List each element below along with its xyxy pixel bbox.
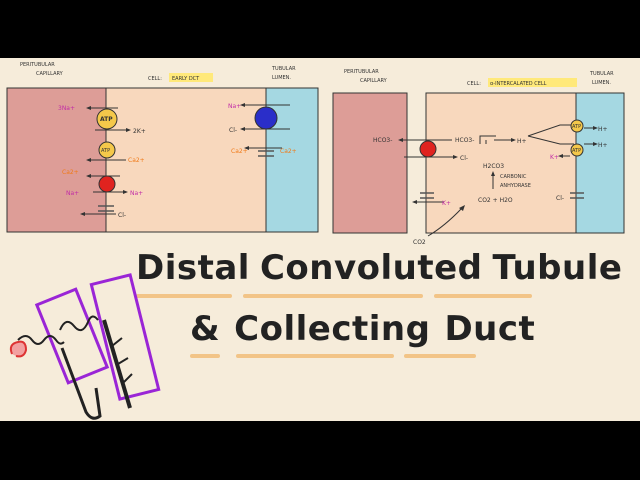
right-ion-co2-out: CO2 [413,239,426,246]
title-word-duct: Duct [444,309,536,349]
right-enzyme-label-2: ANHYDRASE [500,183,531,189]
left-ion-3na: 3Na+ [58,105,75,112]
collecting-duct-branches [111,337,133,383]
left-ion-ca-cell: Ca2+ [128,157,145,164]
left-ion-na-cell: Na+ [130,190,143,197]
left-diagram: PERITUBULAR CAPILLARY CELL: EARLY DCT TU… [6,62,319,233]
right-ion-k-lumen: K+ [550,154,559,161]
right-ion-cl-cell: Cl- [460,155,468,162]
title-word-ampersand: & [190,309,221,349]
right-co2-entry-arrow [427,207,463,237]
underline-collecting [236,354,394,358]
right-ion-h-cell: H+ [517,138,527,145]
right-ion-k-basal: K+ [442,200,451,207]
underline-distal [136,294,232,298]
underline-tubule [434,294,532,298]
glomerulus-capsule [9,340,28,358]
left-pump-label: ATP [100,116,113,123]
left-ion-cl-basal: Cl- [118,212,126,219]
left-na-ca-exchanger [98,175,116,193]
right-ion-cl-lumen: Cl- [556,195,564,202]
left-pump2-label: ATP [101,148,110,154]
underline-convoluted [243,294,423,298]
left-cell-label-prefix: CELL: [148,76,162,82]
right-lumen-label-2: LUMEN. [592,80,611,86]
right-cell-label-prefix: CELL: [467,81,481,87]
right-ion-h-lumen-2: H+ [598,142,608,149]
title-word-collecting: Collecting [234,309,431,349]
left-ion-na-lumen: Na+ [228,103,241,110]
right-h-atpase-1 [570,119,584,133]
left-ion-2k: 2K+ [133,128,146,135]
left-ca-atpase-pump [98,141,116,159]
left-ion-na-cap: Na+ [66,190,79,197]
collecting-duct-tube [102,319,132,409]
left-capillary-label-1: PERITUBULAR [20,62,55,68]
left-ion-ca-lumen-left: Ca2+ [231,148,248,155]
title-word-convoluted: Convoluted [259,248,483,288]
purple-box-dct [34,287,110,385]
right-ion-hco3-cap: HCO3- [373,137,392,144]
title-underlines [136,294,532,358]
right-capillary-label-1: PERITUBULAR [344,69,379,75]
dct-coils [59,315,99,332]
left-capillary-label-2: CAPILLARY [36,71,64,77]
underline-ampersand [190,354,220,358]
title-line-1: Distal Convoluted Tubule [136,248,622,288]
underline-duct [404,354,476,358]
right-ion-hco3-cell: HCO3- [455,137,474,144]
purple-box-collecting-duct [89,273,161,401]
left-na-k-atpase-pump [96,108,118,130]
diagram-svg: PERITUBULAR CAPILLARY CELL: EARLY DCT TU… [6,62,625,420]
left-lumen-label-1: TUBULAR [271,66,296,72]
right-tubular-lumen [575,92,625,234]
left-ncc-cotransporter [254,106,278,130]
title-word-distal: Distal [136,248,250,288]
right-hco3-cl-exchanger [419,140,437,158]
right-cell-label-highlight: α-INTERCALATED CELL [490,81,547,87]
left-ion-cl-lumen: Cl- [229,127,237,134]
loop-of-henle [60,347,102,420]
title-line-2: & Collecting Duct [190,309,535,349]
left-cell-early-dct [105,87,267,233]
right-peritubular-capillary [332,92,408,234]
right-atp-1-label: ATP [572,124,581,130]
right-ion-h-lumen-1: H+ [598,126,608,133]
right-lumen-label-1: TUBULAR [589,71,614,77]
right-enzyme-label-1: CARBONIC [500,174,527,180]
right-ion-co2-h2o: CO2 + H2O [478,197,513,204]
left-cell-label-highlight: EARLY DCT [172,76,200,82]
right-split-bracket-left [479,135,496,144]
right-h-k-atpase [570,143,584,157]
left-ion-ca-lumen-right: Ca2+ [280,148,297,155]
right-h-to-pump-1 [527,124,574,137]
glomerulus-loops [17,335,65,345]
nephron-illustration [9,273,161,420]
left-ion-ca-cap: Ca2+ [62,169,79,176]
right-ion-h2co3: H2CO3 [483,163,504,170]
right-cell-highlight [488,78,577,87]
thumbnail-canvas: PERITUBULAR CAPILLARY CELL: EARLY DCT TU… [0,58,640,421]
left-cell-highlight [169,73,213,82]
left-lumen-label-2: LUMEN. [272,75,291,81]
right-atp-2-label: ATP [572,148,581,154]
right-diagram: PERITUBULAR CAPILLARY CELL: α-INTERCALAT… [332,69,625,246]
right-capillary-label-2: CAPILLARY [360,78,388,84]
title-word-tubule: Tubule [492,248,623,288]
right-h-to-pump-2 [527,135,574,145]
